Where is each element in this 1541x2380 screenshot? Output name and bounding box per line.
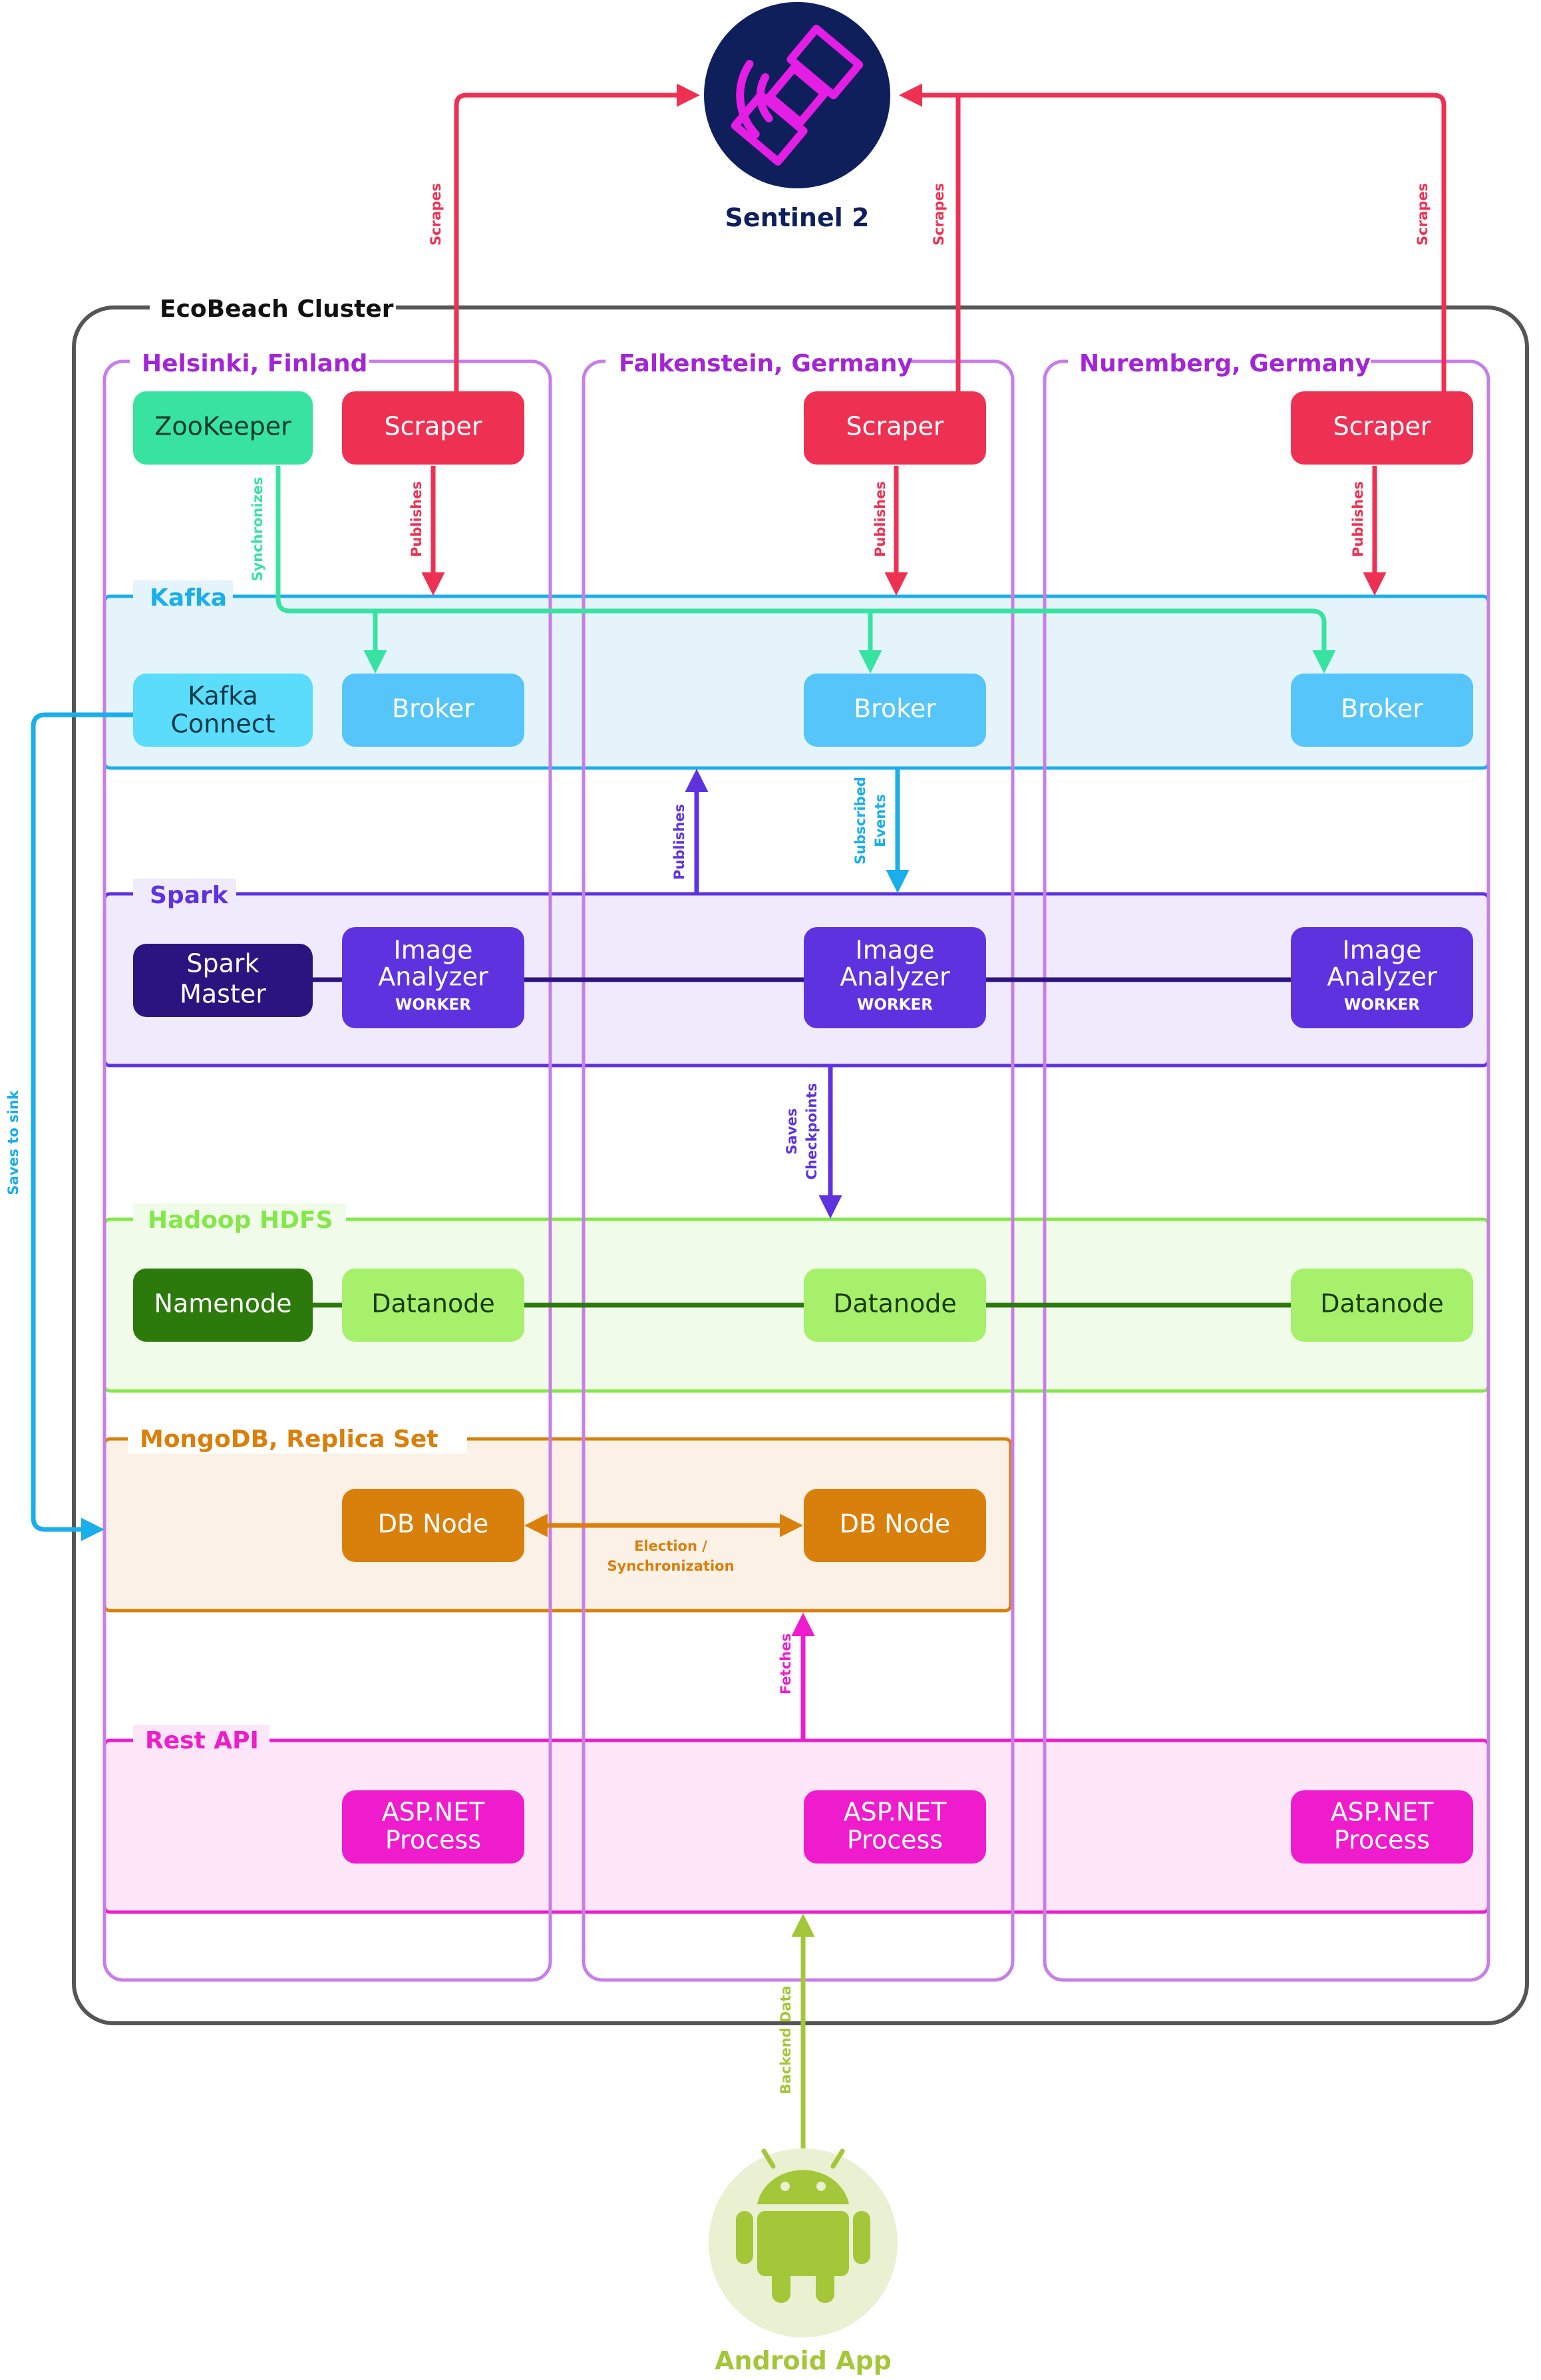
- scraper-node-helsinki: Scraper: [342, 391, 524, 465]
- svg-text:WORKER: WORKER: [1344, 996, 1420, 1014]
- svg-text:ASP.NET: ASP.NET: [382, 1798, 486, 1827]
- android-app-label: Android App: [715, 2346, 892, 2375]
- edge-label-backend-data: Backend Data: [778, 1985, 794, 2094]
- edge-label-scrapes-helsinki: Scrapes: [428, 183, 444, 246]
- svg-text:Kafka: Kafka: [188, 682, 258, 711]
- android-robot-icon: [736, 2148, 870, 2303]
- svg-text:Master: Master: [180, 980, 266, 1009]
- edge-label-saves-to-sink: Saves to sink: [5, 1090, 21, 1195]
- layer-title-hdfs: Hadoop HDFS: [148, 1207, 333, 1234]
- broker-node-helsinki: Broker: [342, 674, 524, 747]
- sentinel-node: Sentinel 2: [704, 2, 890, 232]
- svg-text:WORKER: WORKER: [395, 996, 471, 1014]
- image-analyzer-worker-helsinki: Image Analyzer WORKER: [342, 927, 524, 1028]
- edge-label-scrapes-falkenstein: Scrapes: [931, 183, 947, 246]
- svg-text:WORKER: WORKER: [857, 996, 933, 1014]
- edge-label-saves-1: Saves: [784, 1108, 800, 1155]
- db-node-falkenstein: DB Node: [804, 1489, 986, 1562]
- svg-text:Analyzer: Analyzer: [840, 962, 950, 992]
- svg-text:Broker: Broker: [392, 694, 474, 723]
- svg-text:Datanode: Datanode: [833, 1289, 957, 1318]
- zookeeper-node: ZooKeeper: [133, 391, 313, 465]
- android-app-node: Android App: [709, 2148, 898, 2375]
- edge-label-saves-2: Checkpoints: [804, 1083, 820, 1179]
- zookeeper-label: ZooKeeper: [154, 412, 291, 441]
- saves-to-sink-arrow: [31, 712, 133, 1541]
- svg-text:Scraper: Scraper: [384, 412, 482, 441]
- edge-label-synchronizes: Synchronizes: [250, 477, 265, 581]
- rest-layer: [102, 1738, 1490, 1914]
- broker-node-falkenstein: Broker: [804, 674, 986, 747]
- svg-text:Image: Image: [1342, 936, 1421, 965]
- layer-title-rest: Rest API: [145, 1727, 259, 1754]
- scrapes-arrow-nuremberg: [958, 93, 1447, 391]
- scraper-node-falkenstein: Scraper: [804, 391, 986, 465]
- cluster-boundary: [72, 305, 1529, 2025]
- spark-master-node: Spark Master: [133, 944, 313, 1017]
- svg-text:DB Node: DB Node: [840, 1509, 951, 1539]
- edge-label-publishes-helsinki: Publishes: [409, 481, 425, 557]
- edge-label-fetches: Fetches: [778, 1633, 794, 1694]
- svg-text:Process: Process: [385, 1826, 481, 1855]
- svg-text:Connect: Connect: [170, 709, 275, 739]
- aspnet-process-nuremberg: ASP.NET Process: [1291, 1790, 1473, 1864]
- svg-text:DB Node: DB Node: [378, 1509, 489, 1539]
- edge-label-election-2: Synchronization: [607, 1558, 734, 1574]
- edge-label-publishes-nuremberg: Publishes: [1350, 481, 1366, 557]
- svg-text:Spark: Spark: [186, 949, 259, 978]
- svg-text:Broker: Broker: [1341, 694, 1423, 723]
- cluster-title: EcoBeach Cluster: [160, 296, 394, 323]
- db-node-helsinki: DB Node: [342, 1489, 524, 1562]
- svg-text:Analyzer: Analyzer: [378, 962, 488, 992]
- layer-title-kafka: Kafka: [150, 584, 227, 612]
- synchronizes-arrow: [275, 466, 1336, 674]
- svg-text:Scraper: Scraper: [846, 412, 943, 441]
- edge-label-scrapes-nuremberg: Scrapes: [1415, 183, 1431, 246]
- kafka-connect-node: Kafka Connect: [133, 674, 313, 747]
- edge-label-subscribed-1: Subscribed: [852, 777, 868, 865]
- aspnet-process-helsinki: ASP.NET Process: [342, 1790, 524, 1864]
- layer-title-spark: Spark: [150, 882, 229, 909]
- layer-title-mongo: MongoDB, Replica Set: [140, 1426, 438, 1453]
- svg-text:Namenode: Namenode: [154, 1289, 292, 1318]
- region-title-falkenstein: Falkenstein, Germany: [619, 350, 913, 377]
- edge-label-publishes-falkenstein: Publishes: [872, 481, 888, 557]
- svg-text:Image: Image: [393, 936, 472, 965]
- svg-text:ASP.NET: ASP.NET: [1331, 1798, 1435, 1827]
- svg-text:Image: Image: [855, 936, 934, 965]
- region-title-helsinki: Helsinki, Finland: [142, 350, 367, 377]
- namenode-node: Namenode: [133, 1269, 313, 1342]
- svg-text:Datanode: Datanode: [371, 1289, 495, 1318]
- sentinel-label: Sentinel 2: [725, 203, 870, 232]
- svg-text:Analyzer: Analyzer: [1327, 962, 1437, 992]
- datanode-node-nuremberg: Datanode: [1291, 1269, 1473, 1342]
- aspnet-process-falkenstein: ASP.NET Process: [804, 1790, 986, 1864]
- broker-node-nuremberg: Broker: [1291, 674, 1473, 747]
- edge-label-spark-publishes: Publishes: [671, 804, 687, 880]
- satellite-icon: [731, 25, 864, 166]
- svg-text:Process: Process: [847, 1826, 943, 1855]
- svg-text:Broker: Broker: [854, 694, 936, 723]
- svg-text:Scraper: Scraper: [1333, 412, 1431, 441]
- svg-text:Datanode: Datanode: [1320, 1289, 1444, 1318]
- scrapes-arrow-helsinki: [454, 83, 700, 391]
- kafka-layer: [102, 594, 1490, 770]
- edge-label-subscribed-2: Events: [872, 794, 888, 847]
- image-analyzer-worker-nuremberg: Image Analyzer WORKER: [1291, 927, 1473, 1028]
- scraper-node-nuremberg: Scraper: [1291, 391, 1473, 465]
- datanode-node-helsinki: Datanode: [342, 1269, 524, 1342]
- svg-text:ASP.NET: ASP.NET: [844, 1798, 947, 1827]
- svg-text:Process: Process: [1334, 1826, 1430, 1855]
- region-title-nuremberg: Nuremberg, Germany: [1079, 350, 1371, 377]
- image-analyzer-worker-falkenstein: Image Analyzer WORKER: [804, 927, 986, 1028]
- datanode-node-falkenstein: Datanode: [804, 1269, 986, 1342]
- edge-label-election-1: Election /: [634, 1538, 707, 1554]
